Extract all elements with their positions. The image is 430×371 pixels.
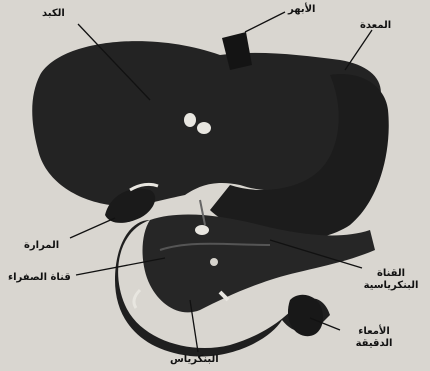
label-gallbladder: المرارة xyxy=(24,240,59,252)
label-small-intestine: الأمعاء الدقيقة xyxy=(344,326,404,350)
liver-highlight xyxy=(197,122,211,134)
leader-gallbladder xyxy=(70,218,115,238)
label-pancreatic-duct: القناة البنكرياسية xyxy=(356,268,426,292)
liver-highlight xyxy=(184,113,196,127)
label-aorta: الأبهر xyxy=(288,4,315,16)
label-bile-duct: قناة الصفراء xyxy=(8,272,71,284)
label-pancreas: البنكرياس xyxy=(170,354,219,366)
leader-aorta xyxy=(245,12,285,32)
duct-highlight xyxy=(195,225,209,235)
duodenum-highlight xyxy=(134,290,140,308)
leader-stomach xyxy=(345,30,372,70)
label-stomach: المعدة xyxy=(360,20,391,32)
label-liver: الكبد xyxy=(42,8,65,20)
duct-highlight xyxy=(210,258,218,266)
